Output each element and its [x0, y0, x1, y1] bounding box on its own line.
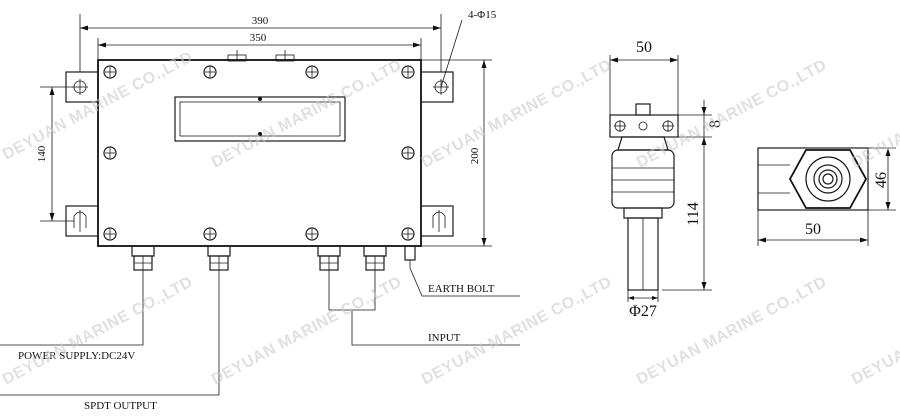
side-dim-50: 50 — [609, 39, 679, 115]
watermark: DEYUAN MARINE CO.,LTD — [634, 274, 830, 389]
dim-350: 350 — [97, 32, 422, 72]
side-view: 50 8 114 Φ27 — [609, 39, 724, 320]
watermark: DEYUAN MARINE CO.,LTD — [849, 57, 900, 172]
end-dim-46: 46 — [868, 147, 896, 211]
earth-bolt-label: EARTH BOLT — [428, 283, 495, 295]
side-dim-27-label: Φ27 — [629, 303, 657, 320]
earth-bolt — [404, 245, 416, 268]
watermark: DEYUAN MARINE CO.,LTD — [209, 274, 405, 389]
dim-200-label: 200 — [469, 147, 481, 164]
end-body — [757, 147, 869, 211]
dim-140: 140 — [36, 86, 74, 222]
spdt-output-label: SPDT OUTPUT — [84, 400, 157, 412]
dim-holes-label: 4-Φ15 — [468, 9, 497, 21]
watermark: DEYUAN MARINE CO.,LTD — [849, 274, 900, 389]
top-hinges — [227, 50, 295, 62]
side-dim-50-label: 50 — [636, 39, 652, 56]
side-dim-114: 114 — [662, 137, 712, 291]
end-dim-50: 50 — [757, 210, 869, 246]
dim-350-label: 350 — [250, 32, 267, 44]
end-hex — [788, 149, 868, 209]
front-view: 390 350 4-Φ15 140 200 — [0, 9, 520, 412]
sensor-stem — [623, 207, 663, 219]
dim-390: 390 — [79, 14, 442, 72]
side-dim-27: Φ27 — [627, 290, 659, 320]
mounting-lug-top-right — [420, 71, 454, 103]
end-dim-50-label: 50 — [805, 221, 821, 238]
watermark: DEYUAN MARINE CO.,LTD — [634, 57, 830, 172]
display-window — [174, 96, 346, 142]
cover-screws — [103, 65, 415, 241]
dim-390-label: 390 — [252, 15, 269, 27]
side-dim-8: 8 — [678, 100, 724, 138]
watermark: DEYUAN MARINE CO.,LTD — [419, 57, 615, 172]
dim-holes-leader: 4-Φ15 — [440, 9, 497, 88]
dim-140-label: 140 — [36, 145, 48, 162]
side-dim-8-label: 8 — [707, 120, 724, 128]
dim-200: 200 — [421, 59, 492, 247]
input-label: INPUT — [428, 332, 461, 344]
end-view: 46 50 — [757, 147, 896, 246]
mounting-lug-bottom-right — [420, 205, 454, 237]
cable-leaders — [0, 267, 520, 396]
enclosure-body — [97, 59, 422, 247]
watermark: DEYUAN MARINE CO.,LTD — [0, 274, 196, 389]
cable-glands — [131, 245, 416, 271]
end-dim-46-label: 46 — [873, 172, 890, 188]
side-dim-114-label: 114 — [685, 202, 702, 225]
power-supply-label: POWER SUPPLY:DC24V — [18, 350, 135, 362]
